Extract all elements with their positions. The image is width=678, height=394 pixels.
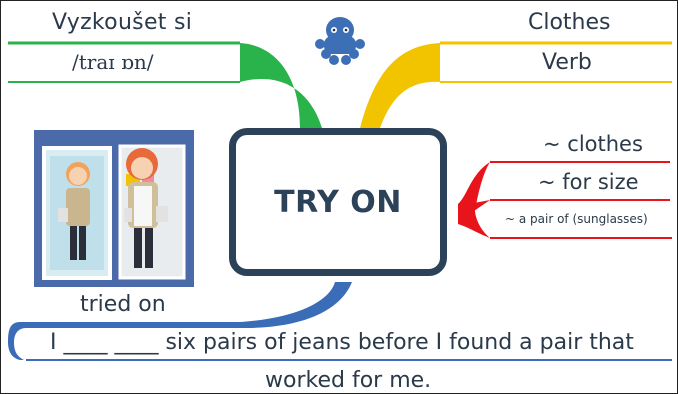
image-caption: tried on [80, 292, 166, 317]
central-topic-label: TRY ON [274, 185, 402, 220]
collocation-item: ~ a pair of (sunglasses) [505, 212, 648, 226]
part-of-speech-label: Verb [542, 50, 592, 75]
central-topic-box: TRY ON [229, 128, 447, 276]
translation-label: Vyzkoušet si [52, 10, 192, 35]
collocation-item: ~ clothes [543, 132, 643, 156]
example-sentence-line2: worked for me. [265, 368, 431, 393]
example-sentence-line1: I ____ ____ six pairs of jeans before I … [50, 330, 634, 355]
yellow-branch [360, 43, 672, 128]
illustration-image [34, 130, 194, 287]
woman-trying-clothes-illustration [34, 130, 194, 287]
green-branch [8, 43, 322, 128]
pronunciation-label: /traɪ ɒn/ [72, 50, 153, 74]
collocation-item: ~ for size [538, 170, 639, 194]
octopus-icon [315, 17, 365, 65]
category-label: Clothes [528, 10, 611, 35]
